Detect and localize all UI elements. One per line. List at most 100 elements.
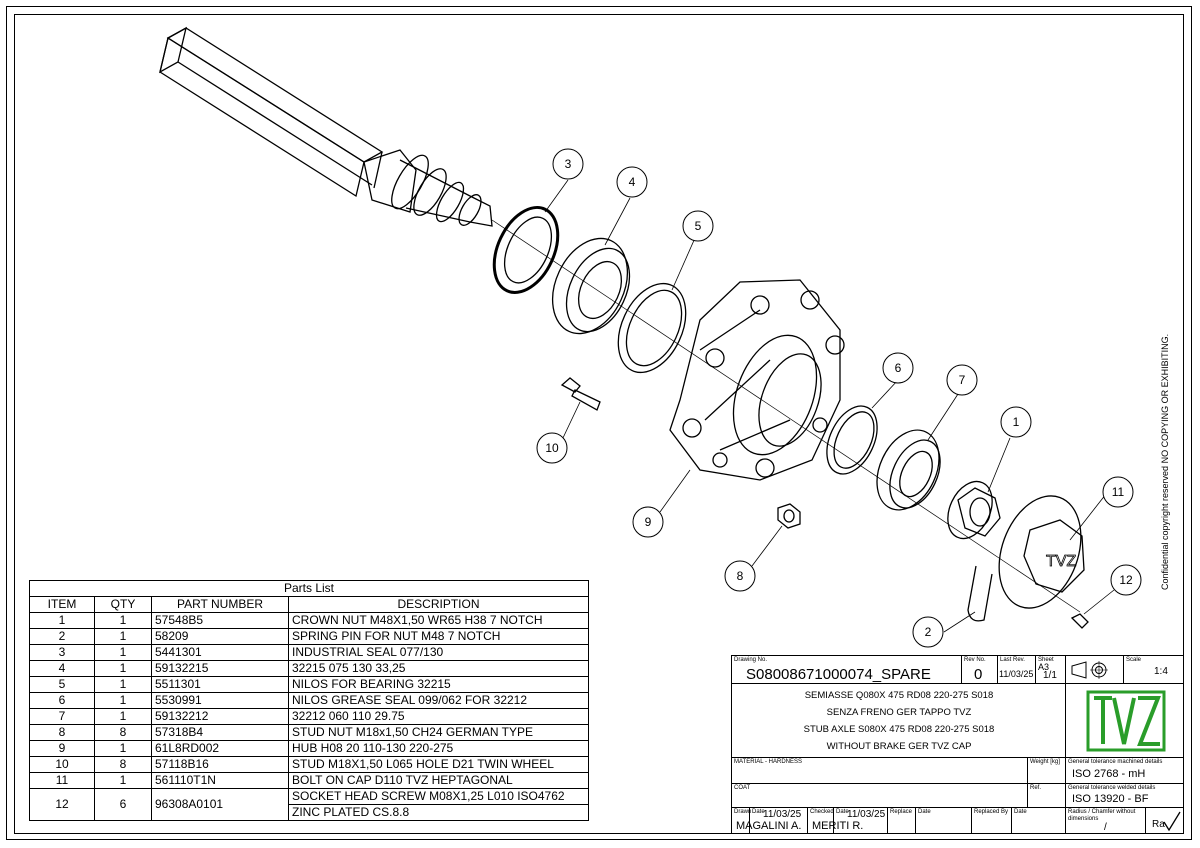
balloon-7[interactable]: 7 [946, 364, 978, 396]
balloon-4[interactable]: 4 [616, 166, 648, 198]
balloon-2[interactable]: 2 [912, 616, 944, 648]
cell-part: 5441301 [151, 644, 289, 661]
last-rev-cell: Last Rev. 11/03/25 [998, 656, 1036, 684]
last-rev-date: 11/03/25 [999, 669, 1034, 679]
drawn-by: MAGALINI A. [736, 820, 802, 832]
weight-cell: Weight [kg] [1028, 758, 1066, 784]
cell-desc: STUD M18X1,50 L065 HOLE D21 TWIN WHEEL [288, 756, 589, 773]
coat-cell: COAT [732, 784, 1028, 808]
svg-text:TVZ: TVZ [1046, 553, 1076, 570]
tolerance-machined-cell: General tolerance machined details ISO 2… [1066, 758, 1184, 784]
svg-text:8: 8 [737, 569, 744, 583]
tolerance-welded-cell: General tolerance welded details ISO 139… [1066, 784, 1184, 808]
rev-no-cell: Rev No. 0 [962, 656, 998, 684]
balloon-6[interactable]: 6 [882, 352, 914, 384]
svg-text:4: 4 [629, 175, 636, 189]
ref-cell: Ref. [1028, 784, 1066, 808]
replaced-by-date-cell: Date [1012, 808, 1066, 834]
sheet-cell: Sheet A3 1/1 [1036, 656, 1066, 684]
cell-qty: 1 [94, 612, 152, 629]
cell-desc: STUD NUT M18x1,50 CH24 GERMAN TYPE [288, 724, 589, 741]
drawn-date-cell: Date 11/03/25 [750, 808, 808, 834]
scale-cell: Scale 1:4 [1124, 656, 1184, 684]
logo-cell [1066, 684, 1184, 758]
cell-desc: SOCKET HEAD SCREW M08X1,25 L010 ISO4762 [288, 788, 589, 805]
hub [669, 279, 845, 481]
roughness-check-icon [1163, 811, 1181, 832]
cell-qty: 1 [94, 692, 152, 709]
roughness-cell: Ra [1146, 808, 1184, 834]
svg-text:1: 1 [1013, 415, 1020, 429]
crown-nut [947, 480, 1001, 540]
cell-item: 12 [29, 788, 95, 821]
scale-value: 1:4 [1154, 666, 1168, 677]
hub-cap: TVZ [998, 495, 1085, 609]
drawing-number: S08008671000074_SPARE [746, 666, 931, 683]
header-qty: QTY [94, 596, 152, 613]
cell-qty: 8 [94, 724, 152, 741]
cell-qty: 1 [94, 740, 152, 757]
balloon-leaders [544, 179, 1115, 633]
parts-list-title: Parts List [29, 580, 589, 597]
cell-part: 57548B5 [151, 612, 289, 629]
balloon-3[interactable]: 3 [552, 148, 584, 180]
balloon-11[interactable]: 11 [1102, 476, 1134, 508]
svg-text:11: 11 [1112, 485, 1125, 499]
nilos-grease-seal [826, 405, 878, 475]
checked-label-cell: Checked [808, 808, 834, 834]
replace-date-cell: Date [916, 808, 972, 834]
checked-date: 11/03/25 [847, 809, 886, 820]
balloon-10[interactable]: 10 [536, 432, 568, 464]
spring-pin [967, 565, 993, 622]
drawing-no-cell: Drawing No. S08008671000074_SPARE [732, 656, 962, 684]
cell-desc: HUB H08 20 110-130 220-275 [288, 740, 589, 757]
description-line-3: STUB AXLE S080X 475 RD08 220-275 S018 [803, 724, 995, 735]
cell-part: 61L8RD002 [151, 740, 289, 757]
svg-text:9: 9 [645, 515, 652, 529]
first-angle-projection-icon [1071, 661, 1108, 679]
cell-qty: 1 [94, 628, 152, 645]
cell-item: 9 [29, 740, 95, 757]
cell-desc: BOLT ON CAP D110 TVZ HEPTAGONAL [288, 772, 589, 789]
balloon-5[interactable]: 5 [682, 210, 714, 242]
header-part-number: PART NUMBER [151, 596, 289, 613]
balloon-1[interactable]: 1 [1000, 406, 1032, 438]
drawn-label-cell: Drawn [732, 808, 751, 834]
cell-desc: 32215 075 130 33,25 [288, 660, 589, 677]
roughness-label: Ra [1152, 819, 1165, 830]
balloon-8[interactable]: 8 [724, 560, 756, 592]
cell-item: 4 [29, 660, 95, 677]
tolerance-welded-value: ISO 13920 - BF [1072, 793, 1149, 805]
projection-symbol-cell [1066, 656, 1124, 684]
title-block: Drawing No. S08008671000074_SPARE Rev No… [731, 655, 1184, 834]
tvz-logo [1086, 690, 1166, 752]
description-cell: SEMIASSE Q080X 475 RD08 220-275 S018 SEN… [732, 684, 1066, 758]
tolerance-machined-value: ISO 2768 - mH [1072, 768, 1146, 780]
cell-part: 59132212 [151, 708, 289, 725]
cell-qty: 1 [94, 644, 152, 661]
sheet-outer-border [6, 6, 1192, 840]
replaced-by-cell: Replaced By [972, 808, 1012, 834]
radius-chamfer-cell: Radius / Chamfer without dimensions / [1066, 808, 1146, 834]
svg-text:12: 12 [1119, 573, 1133, 587]
description-line-4: WITHOUT BRAKE GER TVZ CAP [826, 741, 972, 752]
balloon-9[interactable]: 9 [632, 506, 664, 538]
cell-item: 3 [29, 644, 95, 661]
cell-desc: 32212 060 110 29.75 [288, 708, 589, 725]
balloon-12[interactable]: 12 [1110, 564, 1142, 596]
material-cell: MATERIAL - HARDNESS [732, 758, 1028, 784]
industrial-seal [492, 206, 560, 294]
cell-item: 10 [29, 756, 95, 773]
checked-by: MERITI R. [812, 820, 864, 832]
